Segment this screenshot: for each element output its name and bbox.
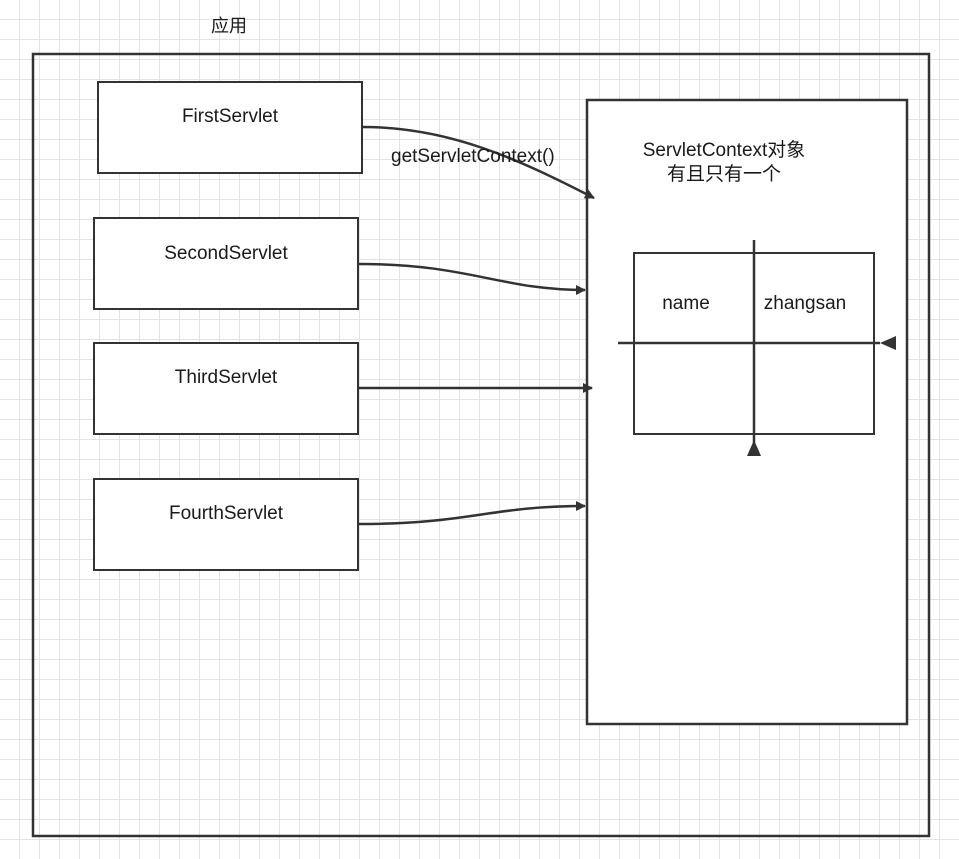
attribute-key-cell: name [662, 293, 710, 314]
attribute-value-cell: zhangsan [764, 293, 846, 314]
servlet-box-second: SecondServlet [93, 217, 359, 310]
servlet-label: FirstServlet [182, 106, 279, 127]
servlet-context-title: ServletContext对象 [643, 139, 806, 161]
servlet-context-subtitle: 有且只有一个 [667, 163, 781, 185]
arrow-fourth-to-context [358, 501, 586, 526]
table-row-arrowhead [880, 336, 896, 350]
servlet-box-third: ThirdServlet [93, 342, 359, 435]
servlet-label: ThirdServlet [175, 367, 278, 388]
servlet-label: FourthServlet [169, 503, 284, 524]
arrow-second-to-context [358, 262, 586, 295]
servlet-box-fourth: FourthServlet [93, 478, 359, 571]
method-call-label: getServletContext() [391, 146, 555, 167]
servlet-label: SecondServlet [164, 243, 288, 264]
servlet-box-first: FirstServlet [97, 81, 363, 174]
servlet-context-box [585, 98, 909, 726]
table-column-arrowhead [747, 440, 761, 456]
app-container [31, 52, 931, 838]
arrow-first-to-context [362, 125, 595, 200]
app-container-label: 应用 [211, 16, 247, 36]
